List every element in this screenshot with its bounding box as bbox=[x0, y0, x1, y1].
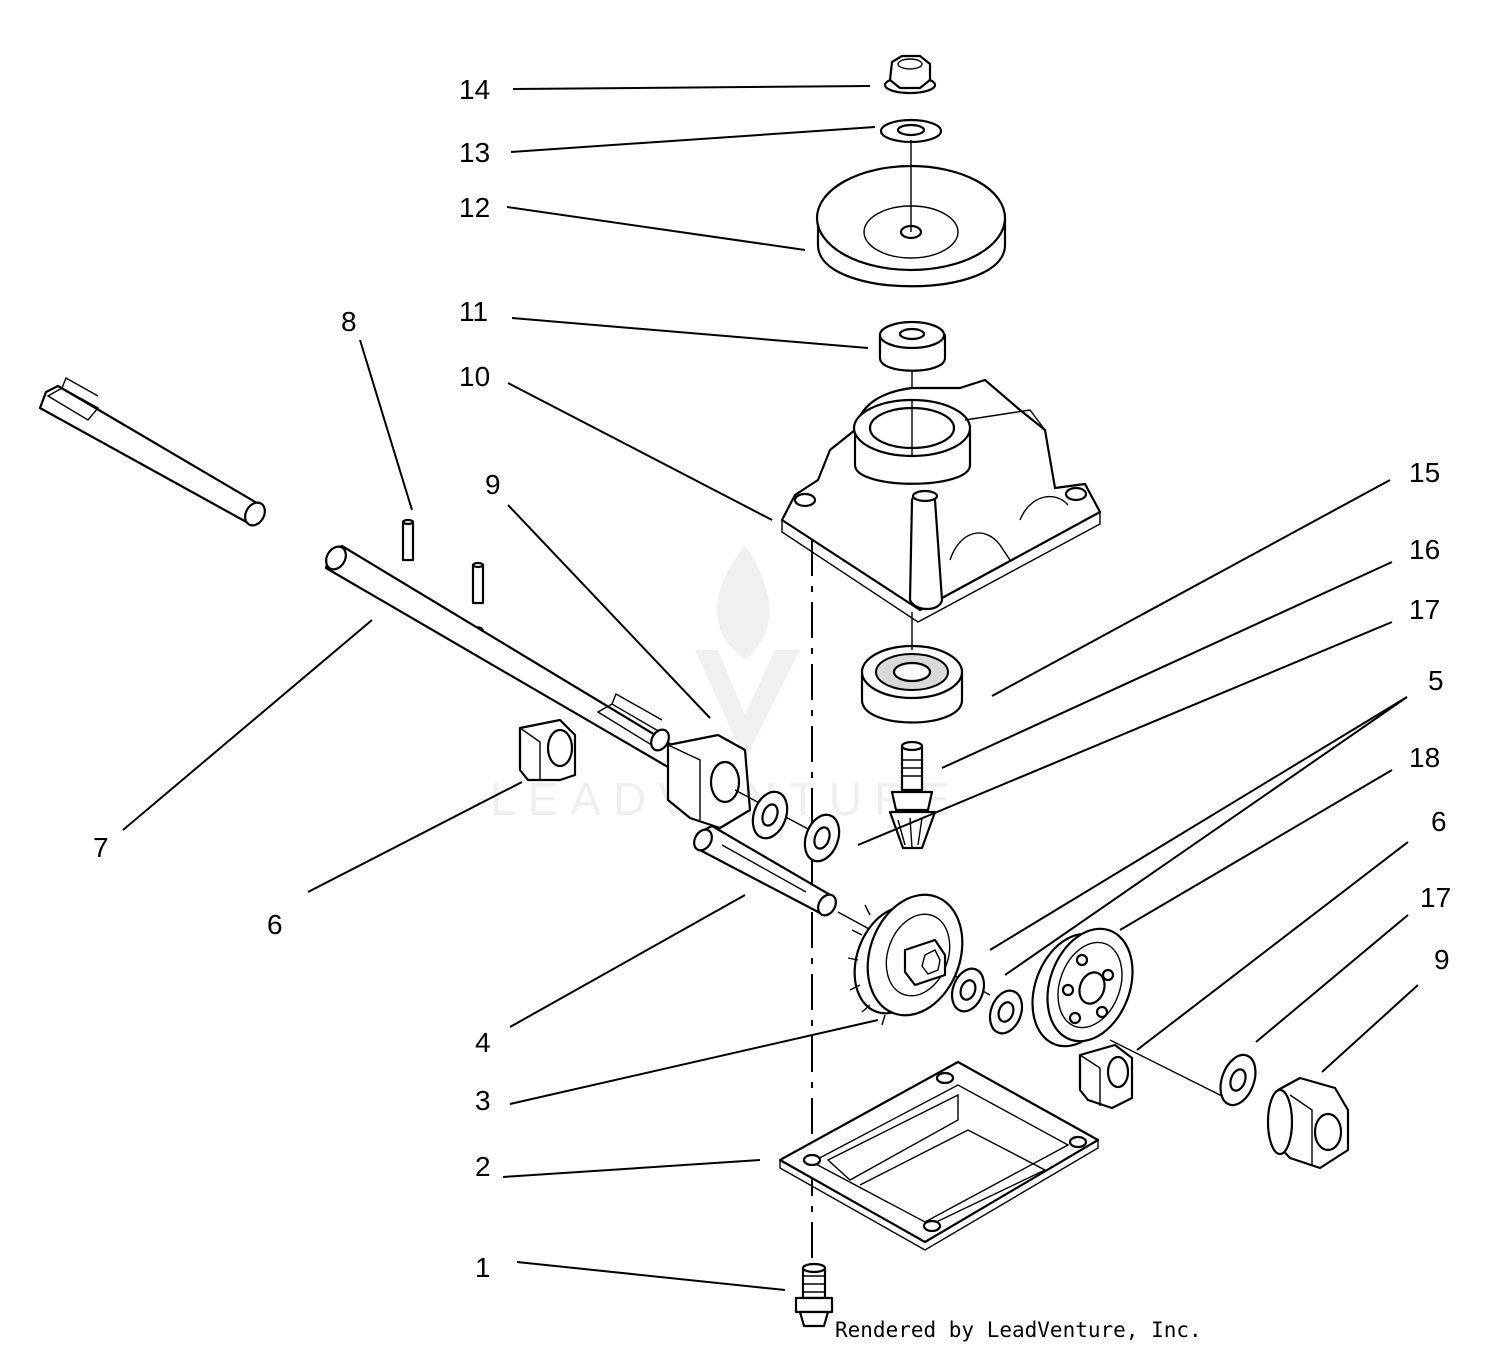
part-6-bushing-left bbox=[518, 718, 577, 782]
callout-5: 5 bbox=[1428, 665, 1444, 696]
part-10-housing-cover bbox=[780, 378, 1102, 623]
part-14-flange-nut bbox=[883, 54, 937, 95]
part-6-bushing-right bbox=[1078, 1043, 1134, 1110]
callout-numbers: 14 13 12 11 10 8 9 15 16 17 5 18 6 7 6 1… bbox=[93, 74, 1451, 1283]
part-9-bushing bbox=[666, 733, 811, 831]
part-9-bushing-right bbox=[1266, 1076, 1350, 1170]
callout-11: 11 bbox=[459, 296, 488, 327]
part-13-washer bbox=[879, 118, 943, 144]
callout-15: 15 bbox=[1409, 457, 1440, 488]
part-7-axle-shafts bbox=[38, 376, 692, 776]
part-4-cross-shaft bbox=[693, 824, 1231, 1101]
callout-14: 14 bbox=[459, 74, 490, 105]
callout-18: 18 bbox=[1409, 742, 1440, 773]
callout-9b: 9 bbox=[1434, 944, 1450, 975]
callout-2: 2 bbox=[475, 1151, 491, 1182]
part-18-spur-gear bbox=[1031, 927, 1134, 1048]
part-8-roll-pins bbox=[401, 518, 485, 634]
callout-4: 4 bbox=[475, 1027, 491, 1058]
callout-17b: 17 bbox=[1420, 882, 1451, 913]
part-1-bolt bbox=[794, 1262, 834, 1328]
callout-8: 8 bbox=[341, 306, 357, 337]
leader-lines bbox=[122, 85, 1419, 1291]
part-washers-left bbox=[751, 790, 841, 863]
callout-1: 1 bbox=[475, 1252, 491, 1283]
callout-6: 6 bbox=[1431, 806, 1447, 837]
callout-6b: 6 bbox=[267, 909, 283, 940]
part-11-spacer bbox=[878, 320, 947, 398]
part-15-bearing bbox=[860, 612, 964, 724]
part-washers-center bbox=[950, 967, 1024, 1035]
callout-7: 7 bbox=[93, 832, 109, 863]
render-credit: Rendered by LeadVenture, Inc. bbox=[835, 1318, 1202, 1342]
part-17-washer-right bbox=[1219, 1053, 1257, 1107]
callout-12: 12 bbox=[459, 192, 490, 223]
callout-17: 17 bbox=[1409, 594, 1440, 625]
part-16-pinion-shaft bbox=[888, 740, 937, 850]
callout-9: 9 bbox=[485, 469, 501, 500]
part-3-gear bbox=[847, 893, 964, 1026]
callout-13: 13 bbox=[459, 137, 490, 168]
part-2-bottom-cover bbox=[778, 1060, 1100, 1251]
callout-3: 3 bbox=[475, 1085, 491, 1116]
callout-10: 10 bbox=[459, 361, 490, 392]
part-12-pulley bbox=[815, 140, 1007, 288]
callout-16: 16 bbox=[1409, 534, 1440, 565]
